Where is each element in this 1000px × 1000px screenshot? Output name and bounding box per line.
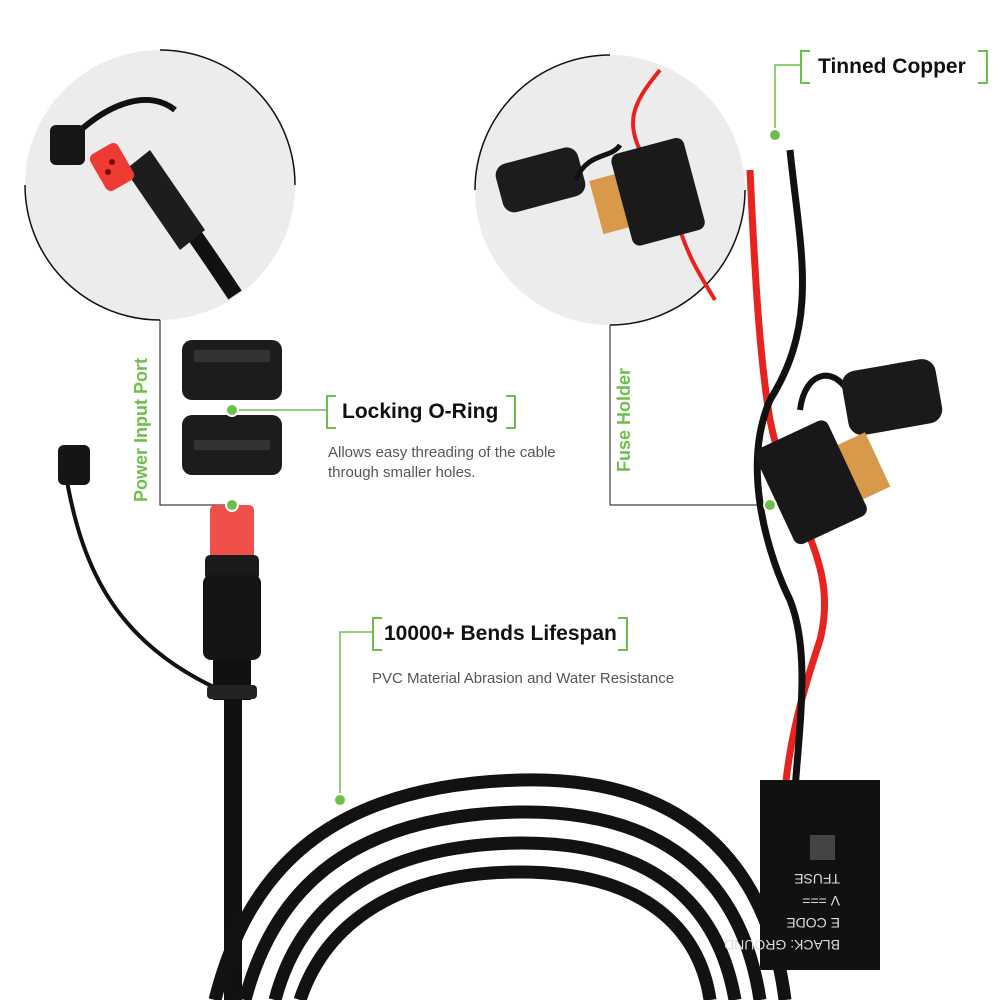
tinned-copper-bracket-right [978, 50, 988, 84]
cable-tag: BLACK: GROUND E CODE V === TFUSE [720, 780, 880, 970]
tag-line-3: V === [802, 893, 840, 909]
locking-oring-label: Locking O-Ring [342, 400, 499, 423]
bends-desc: PVC Material Abrasion and Water Resistan… [372, 670, 675, 687]
bends-bracket-left [372, 617, 382, 651]
locking-oring-desc-1: Allows easy threading of the cable [328, 444, 556, 461]
bends-bracket-right [618, 617, 628, 651]
tinned-copper-label: Tinned Copper [818, 55, 966, 78]
fuse-holder-label: Fuse Holder [614, 367, 634, 472]
fuse-closeup [495, 68, 717, 302]
power-input-port-label: Power Input Port [131, 358, 151, 502]
locking-oring-bracket-right [506, 395, 516, 429]
inline-fuse-holder [755, 359, 943, 545]
locking-oring-desc-2: through smaller holes. [328, 464, 476, 481]
tag-line-4: TFUSE [794, 871, 840, 887]
main-connector [58, 445, 261, 1000]
locking-oring-bracket-left [326, 395, 336, 429]
leader-lines [159, 320, 770, 506]
green-leaders [232, 64, 800, 800]
connector-closeup [50, 97, 242, 300]
svg-text:BLACK: GROUND E CODE: BLACK: GROUND E CODE V === TFUSE [720, 871, 840, 953]
cable-coil [208, 773, 792, 1000]
tag-line-2: E CODE [786, 915, 840, 931]
bends-label: 10000+ Bends Lifespan [384, 622, 617, 645]
locking-oring-parts [182, 340, 282, 475]
tag-line-1: BLACK: GROUND [724, 937, 840, 953]
callout-dots [225, 128, 782, 807]
tinned-copper-bracket-left [800, 50, 810, 84]
